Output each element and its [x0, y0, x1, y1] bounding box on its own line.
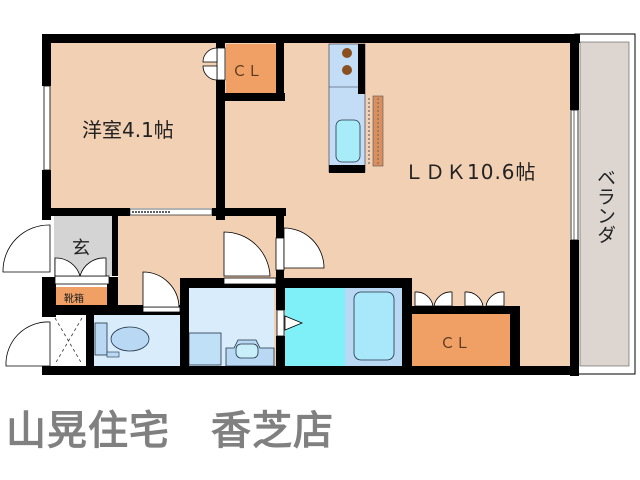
bath-dressing-floor: [285, 288, 345, 366]
veranda-area: [574, 33, 636, 375]
veranda-label: ベランダ: [594, 168, 616, 244]
closet-top-label: ＣＬ: [232, 62, 263, 80]
windows: [43, 85, 579, 241]
western-room-floor: [50, 40, 220, 208]
stove-burner-icon: [342, 65, 352, 75]
stove-burner-icon: [342, 48, 352, 58]
closet-bottom-label: ＣＬ: [440, 334, 471, 352]
shoe-box-fill: [55, 287, 107, 305]
ldk-label: ＬＤＫ10.6帖: [404, 160, 537, 184]
walls: [42, 34, 580, 376]
floor-plan-svg: [2, 33, 636, 376]
washing-machine-icon: [188, 332, 222, 366]
entrance-label: 玄: [72, 238, 90, 259]
kitchen-sink-icon: [335, 119, 361, 163]
floor-plan: 洋室4.1帖 ＬＤＫ10.6帖 ＣＬ ＣＬ 玄 靴箱 ベランダ: [2, 33, 636, 376]
toilet-tank-icon: [94, 322, 108, 356]
western-room-label: 洋室4.1帖: [82, 118, 174, 142]
company-name: 山晃住宅 香芝店: [6, 408, 334, 454]
bathtub-icon: [353, 291, 395, 361]
toilet-bowl-icon: [110, 326, 150, 352]
doors: [2, 47, 505, 367]
shoe-box-label: 靴箱: [64, 294, 84, 305]
closet-top-fill: [226, 44, 276, 94]
closet-bottom-fill: [412, 314, 510, 366]
storage-fill: [50, 315, 86, 367]
